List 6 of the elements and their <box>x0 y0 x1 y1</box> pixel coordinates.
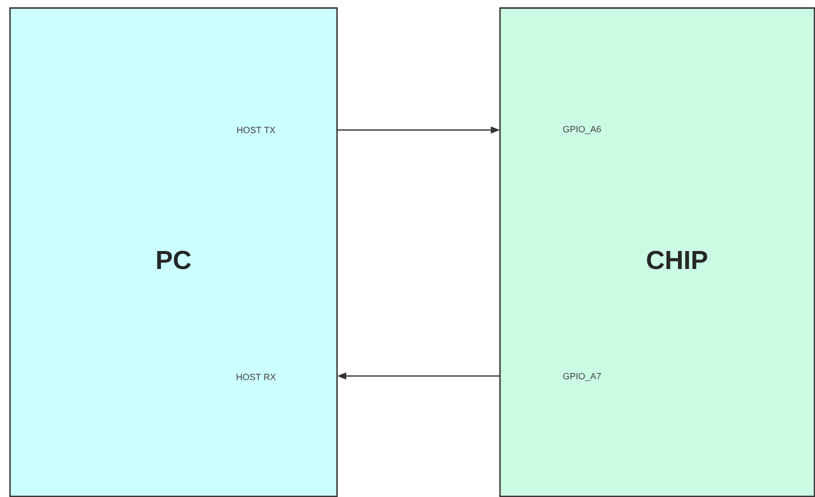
box-title: CHIP <box>647 250 708 270</box>
pin-label: HOST TX <box>237 126 276 134</box>
pin-label: GPIO_A6 <box>563 126 601 134</box>
pin-label: HOST RX <box>236 374 276 380</box>
box-title: PC <box>157 250 191 270</box>
pin-label: GPIO_A7 <box>563 372 601 382</box>
